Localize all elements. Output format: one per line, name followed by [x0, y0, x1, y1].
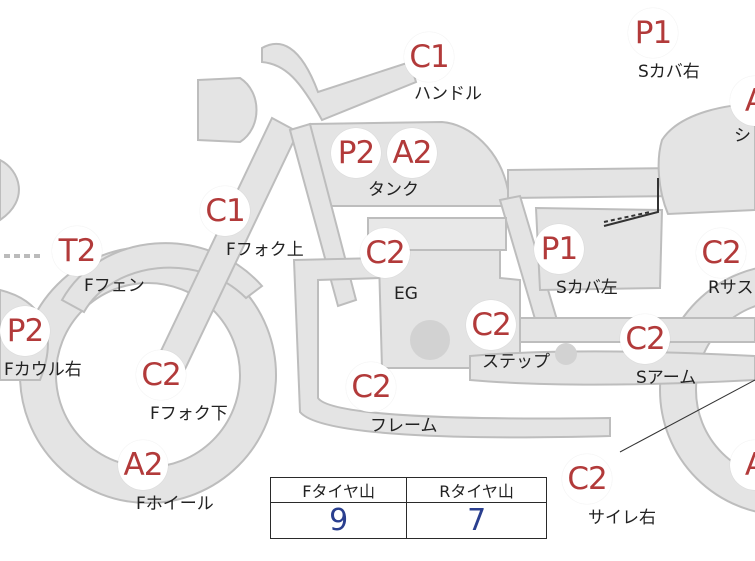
part-label-step: ステップ — [482, 352, 550, 372]
part-label-s-cover-left: Sカバ左 — [556, 278, 618, 298]
part-label-f-cowl-right: Fカウル右 — [4, 360, 82, 380]
rear-tire-value: 7 — [406, 502, 547, 539]
part-label-r-sus: Rサス — [708, 278, 754, 298]
tire-tread-table: Fタイヤ山 Rタイヤ山 9 7 — [269, 477, 547, 539]
part-label-s-arm: Sアーム — [636, 368, 697, 388]
part-label-frame: フレーム — [370, 416, 438, 436]
grade-badge-tank-condition: A2 — [387, 128, 437, 178]
grade-badge-f-fork-upper: C1 — [200, 186, 250, 236]
front-tire-header: Fタイヤ山 — [269, 477, 408, 503]
grade-badge-f-fender: T2 — [52, 226, 102, 276]
seat-shape — [657, 102, 755, 216]
grade-badge-f-fork-lower: C2 — [136, 350, 186, 400]
part-label-engine: EG — [394, 284, 418, 304]
part-label-seat: シ — [734, 126, 751, 146]
grade-badge-r-sus: C2 — [696, 228, 746, 278]
part-label-f-fork-upper: Fフォク上 — [226, 240, 304, 260]
grade-badge-f-wheel: A2 — [118, 440, 168, 490]
leader-line-s-cover-right — [603, 178, 659, 227]
grade-badge-s-cover-right: P1 — [628, 8, 678, 58]
part-label-s-cover-right: Sカバ右 — [638, 62, 700, 82]
grade-badge-s-arm: C2 — [620, 314, 670, 364]
grade-badge-f-cowl-right: P2 — [0, 306, 50, 356]
front-tire-value: 9 — [269, 502, 408, 539]
part-label-f-fork-lower: Fフォク下 — [150, 404, 228, 424]
grade-badge-handle: C1 — [404, 32, 454, 82]
leader-line-silencer — [619, 379, 755, 453]
part-label-tank: タンク — [368, 180, 419, 200]
front-cowl-shape — [0, 158, 20, 222]
dashed-line-s-cover-right — [603, 211, 651, 223]
rear-tire-header: Rタイヤ山 — [406, 477, 547, 503]
grade-badge-frame: C2 — [346, 362, 396, 412]
part-label-f-wheel: Fホイール — [136, 494, 214, 514]
grade-badge-silencer-right: C2 — [562, 454, 612, 504]
frame-top-shape — [507, 166, 681, 200]
grade-badge-step: C2 — [466, 300, 516, 350]
grade-badge-tank-paint: P2 — [331, 128, 381, 178]
grade-badge-s-cover-left: P1 — [534, 224, 584, 274]
part-label-silencer-right: サイレ右 — [588, 508, 656, 528]
frame-lower-shape — [292, 256, 611, 439]
step-peg-circle — [555, 343, 577, 365]
headlight-shape — [197, 76, 258, 144]
engine-cover-circle — [410, 320, 450, 360]
silencer-shape — [469, 350, 755, 386]
grade-badge-engine: C2 — [360, 228, 410, 278]
part-label-handle: ハンドル — [414, 84, 482, 104]
part-label-f-fender: Fフェン — [84, 276, 145, 296]
handlebar-shape — [261, 43, 418, 122]
